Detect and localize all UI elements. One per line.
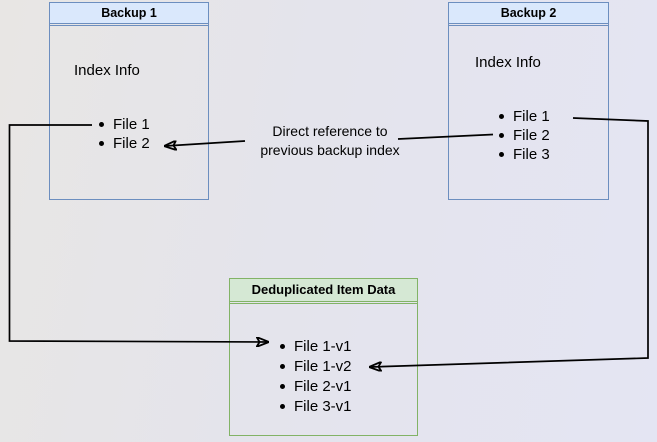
- bullet-icon: [99, 141, 104, 146]
- backup2-index-info-label: Index Info: [475, 54, 541, 71]
- header-divider: [449, 24, 608, 26]
- dedup-file-list: File 1-v1 File 1-v2 File 2-v1 File 3-v1: [280, 336, 352, 416]
- bullet-icon: [280, 383, 285, 389]
- header-divider: [230, 302, 417, 304]
- list-item: File 2: [99, 134, 150, 153]
- bullet-icon: [99, 122, 104, 127]
- backup2-title: Backup 2: [449, 3, 608, 24]
- backup1-box: Backup 1 Index Info File 1 File 2: [49, 2, 209, 200]
- dedup-title: Deduplicated Item Data: [230, 279, 417, 302]
- file-label: File 1: [513, 108, 550, 125]
- backup1-index-info-label: Index Info: [74, 62, 140, 79]
- list-item: File 1-v1: [280, 336, 352, 356]
- file-version-label: File 1-v1: [294, 337, 352, 355]
- list-item: File 2: [499, 126, 550, 145]
- direct-reference-label: Direct reference to previous backup inde…: [245, 122, 415, 160]
- file-label: File 1: [113, 116, 150, 133]
- backup2-box: Backup 2 Index Info File 1 File 2 File 3: [448, 2, 609, 200]
- bullet-icon: [280, 363, 285, 369]
- direct-reference-label-line1: Direct reference to: [272, 123, 388, 139]
- backup2-file-list: File 1 File 2 File 3: [499, 107, 550, 164]
- backup1-file-list: File 1 File 2: [99, 115, 150, 153]
- bullet-icon: [499, 152, 504, 157]
- list-item: File 1-v2: [280, 356, 352, 376]
- file-label: File 2: [113, 135, 150, 152]
- bullet-icon: [499, 114, 504, 119]
- file-version-label: File 3-v1: [294, 397, 352, 415]
- file-version-label: File 2-v1: [294, 377, 352, 395]
- file-label: File 2: [513, 127, 550, 144]
- backup1-title: Backup 1: [50, 3, 208, 24]
- file-label: File 3: [513, 146, 550, 163]
- deduplicated-item-data-box: Deduplicated Item Data File 1-v1 File 1-…: [229, 278, 418, 436]
- file-version-label: File 1-v2: [294, 357, 352, 375]
- list-item: File 2-v1: [280, 376, 352, 396]
- list-item: File 1: [499, 107, 550, 126]
- list-item: File 3-v1: [280, 396, 352, 416]
- header-divider: [50, 24, 208, 26]
- list-item: File 3: [499, 145, 550, 164]
- bullet-icon: [280, 403, 285, 409]
- direct-reference-label-line2: previous backup index: [260, 142, 400, 158]
- list-item: File 1: [99, 115, 150, 134]
- bullet-icon: [499, 133, 504, 138]
- bullet-icon: [280, 343, 285, 349]
